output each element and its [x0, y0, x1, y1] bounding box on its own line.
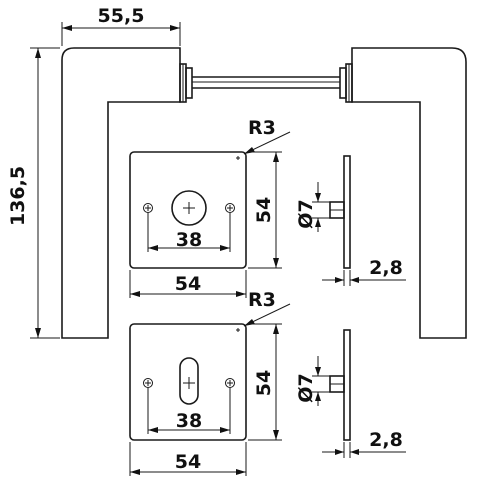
left-collar: [179, 63, 193, 103]
screw-hole-left-bottom: [143, 378, 153, 388]
keyhole-circle: [171, 190, 207, 226]
hole-spacing-dimension-bottom: 38: [147, 388, 231, 434]
right-collar: [339, 63, 353, 103]
rose-side-label-top: 54: [253, 197, 275, 223]
side-view-bottom: Ø7 2,8: [295, 329, 406, 458]
rose-width-label-top: 54: [175, 273, 201, 295]
lever-height-dimension: 136,5: [7, 47, 60, 339]
hole-spacing-dimension-top: 38: [147, 213, 231, 252]
keyhole-oval: [179, 357, 199, 405]
hole-spacing-label-bottom: 38: [176, 410, 202, 432]
rose-oval-keyhole: 38 R3 54 54: [129, 289, 291, 476]
rose-round-keyhole: 38 R3 54 54: [129, 117, 291, 298]
plate-thickness-label-bottom: 2,8: [369, 429, 403, 451]
screw-hole-left-top: [143, 203, 153, 213]
spindle-diameter-dimension-top: Ø7: [295, 182, 330, 232]
rose-plate-top: [129, 151, 247, 269]
side-view-top: Ø7 2,8: [295, 155, 406, 286]
spindle-diameter-dimension-bottom: Ø7: [295, 356, 330, 406]
spindle-diameter-label-top: Ø7: [295, 199, 317, 228]
lever-width-label: 55,5: [98, 5, 145, 27]
right-lever-outline: [351, 47, 467, 339]
corner-mark-bottom: [236, 328, 240, 332]
radius-label-top: R3: [248, 117, 276, 139]
lever-handle-assembly: 55,5 136,5: [7, 5, 467, 339]
radius-callout-top: R3: [243, 117, 291, 155]
lever-width-dimension: 55,5: [61, 5, 181, 46]
side-plate-bottom: [343, 329, 351, 441]
rose-width-label-bottom: 54: [175, 451, 201, 473]
radius-label-bottom: R3: [248, 289, 276, 311]
rose-width-dimension-top: 54: [129, 270, 247, 298]
plate-thickness-dimension-bottom: 2,8: [322, 429, 406, 458]
plate-thickness-dimension-top: 2,8: [322, 257, 406, 286]
rose-side-dimension-top: 54: [248, 151, 282, 269]
rose-side-label-bottom: 54: [253, 370, 275, 396]
hole-spacing-label-top: 38: [176, 229, 202, 251]
rose-plate-bottom: [129, 323, 247, 441]
screw-hole-right-bottom: [225, 378, 235, 388]
rose-width-dimension-bottom: 54: [129, 442, 247, 476]
left-lever-outline: [61, 47, 181, 339]
lever-height-label: 136,5: [7, 166, 29, 226]
plate-thickness-label-top: 2,8: [369, 257, 403, 279]
radius-callout-bottom: R3: [243, 289, 291, 327]
spindle-bar: [192, 76, 340, 89]
screw-hole-right-top: [225, 203, 235, 213]
corner-mark-top: [236, 156, 240, 160]
rose-side-dimension-bottom: 54: [248, 323, 282, 441]
side-plate-top: [343, 155, 351, 269]
spindle-diameter-label-bottom: Ø7: [295, 373, 317, 402]
